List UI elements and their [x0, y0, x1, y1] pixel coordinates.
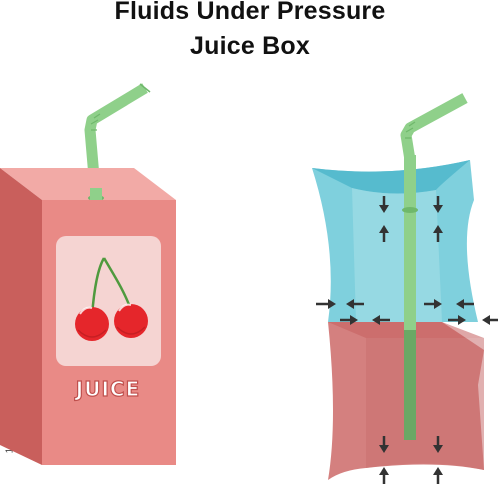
straw-icon [84, 83, 151, 201]
title-line-2: Juice Box [190, 32, 310, 60]
arrow-icon [372, 315, 390, 325]
juice-label: JUICE [74, 377, 140, 401]
juice-box-intact: JUICE [0, 83, 176, 465]
arrow-icon [379, 196, 389, 213]
arrow-icon [346, 299, 364, 309]
arrow-icon [379, 225, 389, 242]
straw-icon [400, 93, 468, 440]
juice-box-pressure [312, 93, 498, 484]
title-line-1: Fluids Under Pressure [114, 0, 386, 25]
arrow-icon [379, 467, 389, 484]
arrow-icon [482, 315, 498, 325]
arrow-icon [433, 467, 443, 484]
arrow-icon [433, 225, 443, 242]
box-top [0, 168, 176, 200]
arrow-icon [316, 299, 336, 309]
arrow-icon [379, 436, 389, 453]
box-side [0, 168, 42, 465]
label-panel [56, 236, 161, 366]
arrow-icon [424, 299, 442, 309]
pressure-arrows [316, 196, 498, 484]
arrow-icon [456, 299, 474, 309]
arrow-icon [448, 315, 466, 325]
arrow-icon [433, 436, 443, 453]
cherry-icon [75, 257, 148, 341]
arrow-icon [340, 315, 358, 325]
arrow-icon [433, 196, 443, 213]
